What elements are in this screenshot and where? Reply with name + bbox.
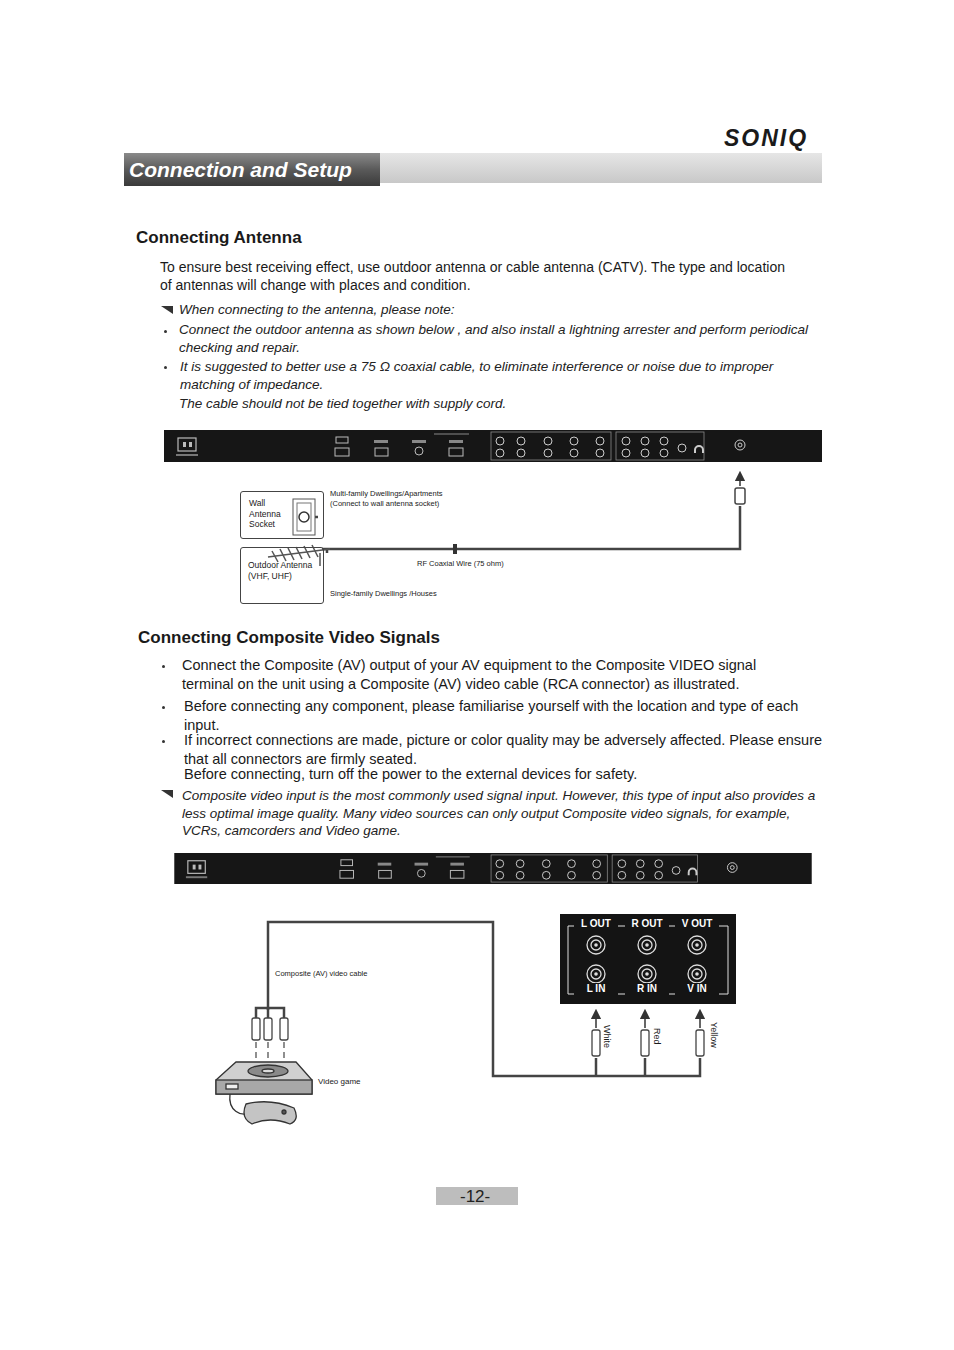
wire-label: Multi-family Dwellings/Apartments (Conne…: [330, 489, 470, 509]
cable-label: Composite (AV) video cable: [275, 969, 367, 979]
wire-color-label: Yellow: [707, 1022, 719, 1048]
terminal-label: V IN: [675, 983, 719, 995]
body-text: To ensure best receiving effect, use out…: [160, 258, 785, 294]
bullet-text: Before connecting any component, please …: [184, 697, 804, 735]
bullet-dot: [164, 330, 167, 333]
terminal-label: R OUT: [625, 918, 669, 930]
box-label: Outdoor Antenna (VHF, UHF): [248, 560, 318, 581]
brand-logo: SONIQ: [724, 124, 808, 154]
terminal-label: R IN: [625, 983, 669, 995]
bullet-dot: [162, 706, 165, 709]
note-text: When connecting to the antenna, please n…: [179, 301, 454, 319]
bullet-text: If incorrect connections are made, pictu…: [184, 731, 824, 769]
wire-label: RF Coaxial Wire (75 ohm): [417, 559, 504, 569]
box-label: Wall Antenna Socket: [249, 498, 293, 530]
bullet-dot: [162, 665, 165, 668]
antenna-source-box: Outdoor Antenna (VHF, UHF): [240, 547, 324, 604]
section-heading: Connecting Composite Video Signals: [138, 627, 440, 649]
bullet-dot: [162, 740, 165, 743]
bullet-dot: [164, 366, 167, 369]
terminal-label: V OUT: [675, 918, 719, 930]
section-heading: Connecting Antenna: [136, 227, 302, 249]
terminal-label: L OUT: [574, 918, 618, 930]
wire-color-label: Red: [650, 1028, 662, 1045]
note-text: The cable should not be tied together wi…: [179, 395, 506, 413]
av-terminal-panel: L OUT R OUT V OUT L IN R IN V IN: [560, 914, 736, 1004]
device-label: Video game: [318, 1077, 361, 1087]
bullet-text: Connect the outdoor antenna as shown bel…: [179, 321, 824, 356]
bullet-text: It is suggested to better use a 75 Ω coa…: [180, 358, 790, 393]
bullet-text: Before connecting, turn off the power to…: [184, 765, 637, 784]
wire-label: Single-family Dwellings /Houses: [330, 589, 437, 599]
note-text: Composite video input is the most common…: [182, 787, 817, 840]
antenna-source-box: Wall Antenna Socket: [240, 491, 324, 539]
wire-color-label: White: [600, 1025, 612, 1048]
bullet-text: Connect the Composite (AV) output of you…: [182, 656, 802, 694]
section-title: Connection and Setup: [129, 156, 352, 183]
page-number: -12-: [460, 1186, 490, 1208]
terminal-label: L IN: [574, 983, 618, 995]
